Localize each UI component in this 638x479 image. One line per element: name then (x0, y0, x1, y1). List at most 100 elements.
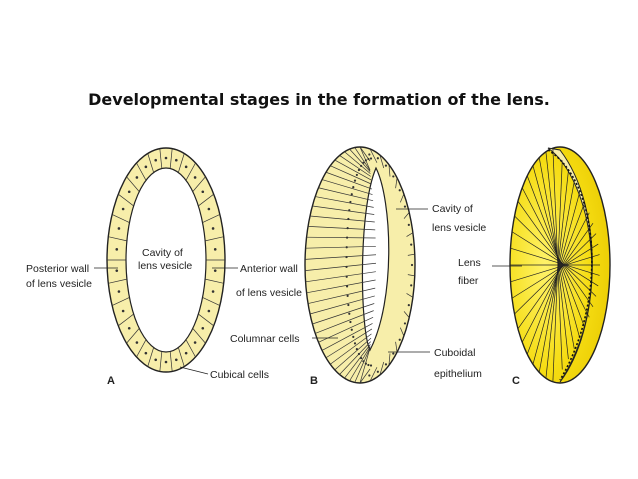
cuboidal-cell-wall (379, 361, 385, 376)
cell-nucleus (352, 185, 355, 189)
cell-nucleus (117, 290, 121, 293)
columnar-cell-wall (312, 205, 375, 215)
lens-fiber-line (511, 243, 599, 299)
cell-nucleus (403, 322, 407, 325)
cell-wall (178, 153, 185, 173)
cell-nucleus (410, 263, 414, 267)
label-panel-c: C (512, 375, 520, 387)
lens-fiber-line (552, 148, 563, 370)
cuboidal-cell-wall (369, 148, 378, 163)
cell-nucleus (384, 164, 388, 167)
cell-nucleus (154, 358, 158, 362)
columnar-cell-wall (309, 215, 375, 223)
cell-nucleus (164, 156, 168, 160)
cell-nucleus (398, 338, 401, 341)
cell-nucleus (362, 360, 365, 363)
cuboidal-cell-wall (403, 311, 410, 318)
cubical-cell-boundaries (107, 148, 225, 372)
columnar-cell-wall (339, 155, 371, 177)
cell-wall (108, 278, 127, 284)
cell-nucleus (376, 370, 379, 373)
cell-nucleus (355, 347, 358, 351)
cell-wall (205, 278, 224, 284)
columnar-cell-wall (305, 254, 377, 260)
cell-wall (159, 351, 163, 372)
cell-wall (178, 347, 185, 367)
columnar-cell-wall (349, 148, 371, 172)
cell-wall (118, 193, 134, 207)
lens-fiber-line (511, 231, 599, 287)
cell-nucleus (345, 275, 348, 278)
cell-nucleus (211, 290, 215, 293)
cell-nucleus (355, 173, 358, 177)
cell-nucleus (369, 157, 373, 160)
columnar-cell-wall (306, 236, 376, 239)
cell-nucleus (345, 255, 348, 259)
cell-nucleus (364, 362, 367, 365)
cuboidal-cell-wall (395, 177, 398, 189)
columnar-cell-wall (321, 179, 373, 195)
lens-fiber-line (517, 201, 594, 308)
cell-nucleus (347, 217, 350, 221)
cell-nucleus (154, 158, 158, 162)
cell-nucleus (201, 190, 205, 194)
cell-nucleus (352, 335, 355, 339)
cell-nucleus (121, 207, 125, 211)
cell-nucleus (410, 243, 413, 246)
cell-nucleus (174, 358, 178, 362)
label-a-cavity-line1: Cavity of (142, 247, 183, 259)
slide-title: Developmental stages in the formation of… (88, 90, 550, 109)
cell-nucleus (348, 209, 351, 212)
columnar-cell-wall (330, 333, 372, 365)
columnar-cell-wall (339, 341, 371, 375)
cell-nucleus (360, 356, 363, 360)
cell-wall (136, 162, 147, 181)
columnar-cell-wall (312, 303, 375, 325)
cell-nucleus (367, 157, 370, 161)
cell-nucleus (115, 269, 119, 272)
cuboidal-cell-wall (400, 327, 405, 337)
cell-wall (169, 148, 173, 169)
cell-nucleus (392, 175, 395, 178)
cell-wall (202, 214, 221, 223)
cell-nucleus (144, 165, 148, 169)
cell-wall (192, 176, 206, 192)
cell-nucleus (353, 342, 357, 345)
cubical-cells-leader (179, 366, 209, 375)
columnar-cell-wall (344, 344, 371, 379)
cuboidal-cell-wall (388, 164, 391, 177)
cell-nucleus (357, 168, 361, 172)
lens-fiber-lines (510, 148, 600, 382)
cell-nucleus (403, 205, 407, 208)
columnar-cell-wall (325, 328, 373, 359)
cell-nucleus (135, 176, 139, 179)
cell-wall (198, 313, 214, 327)
columnar-cell-wall (344, 151, 371, 174)
cuboidal-cell-wall (403, 212, 410, 219)
cell-nucleus (407, 223, 410, 227)
cell-nucleus (360, 164, 363, 168)
cell-nucleus (368, 374, 371, 377)
cell-nucleus (207, 309, 211, 313)
cuboidal-cell-wall (407, 253, 415, 256)
cuboidal-cell-wall (359, 368, 371, 384)
cell-nucleus (369, 364, 373, 367)
cell-nucleus (127, 190, 131, 194)
label-panel-a: A (107, 375, 115, 387)
cuboidal-cell-wall (388, 353, 391, 366)
cell-nucleus (345, 285, 349, 288)
cell-nucleus (144, 351, 148, 355)
cell-nucleus (349, 200, 352, 204)
label-b-cavity-line1: Cavity of (432, 203, 473, 215)
columnar-cell-wall (305, 271, 376, 283)
cell-wall (126, 328, 140, 344)
cuboidal-cell-wall (400, 193, 405, 203)
label-anterior-wall-line2: of lens vesicle (236, 287, 302, 299)
columnar-cell-wall (309, 295, 375, 315)
columnar-cell-wall (318, 187, 374, 202)
columnar-cell-wall (354, 147, 371, 171)
lens-fiber-line (514, 233, 597, 315)
cell-nucleus (398, 189, 401, 192)
columnar-cell-wall (307, 287, 376, 304)
